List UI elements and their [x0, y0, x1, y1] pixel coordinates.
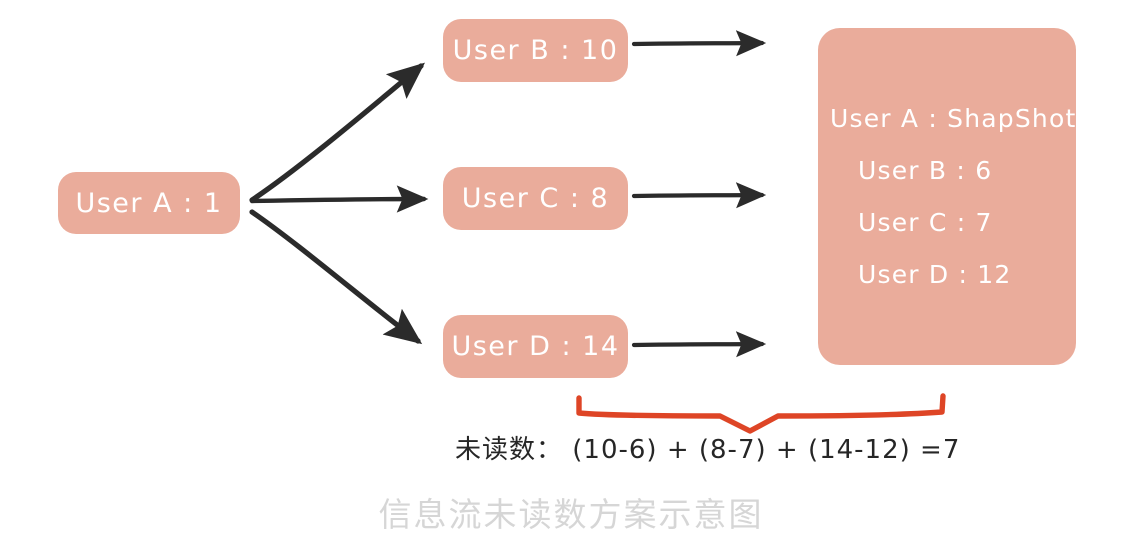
node-user-b-label: User B : 10	[452, 35, 619, 66]
snapshot-item-user-d: User D : 12	[858, 260, 1012, 289]
snapshot-heading: User A : ShapShot	[830, 104, 1077, 133]
unread-count-formula: 未读数： (10-6) + (8-7) + (14-12) =7	[455, 435, 961, 465]
snapshot-panel[interactable]: User A : ShapShot User B : 6 User C : 7 …	[818, 28, 1076, 365]
node-user-d[interactable]: User D : 14	[443, 315, 628, 378]
unread-bracket	[576, 393, 946, 434]
snapshot-item-user-b: User B : 6	[858, 156, 993, 185]
arrow-user-c-to-snapshot	[631, 182, 767, 209]
node-user-b[interactable]: User B : 10	[443, 19, 628, 82]
diagram-caption: 信息流未读数方案示意图	[378, 495, 764, 534]
fanout-arrow-to-user-c	[249, 185, 429, 213]
arrow-user-b-to-snapshot	[631, 30, 767, 57]
fanout-arrow-to-user-b	[249, 62, 426, 203]
node-user-c[interactable]: User C : 8	[443, 167, 628, 230]
fanout-arrow-to-user-d	[249, 209, 423, 345]
node-user-c-label: User C : 8	[461, 183, 610, 214]
snapshot-item-user-c: User C : 7	[858, 208, 993, 237]
node-user-d-label: User D : 14	[451, 331, 620, 362]
node-user-a-label: User A : 1	[75, 187, 223, 219]
node-user-a[interactable]: User A : 1	[58, 172, 240, 234]
arrow-user-d-to-snapshot	[631, 331, 767, 358]
